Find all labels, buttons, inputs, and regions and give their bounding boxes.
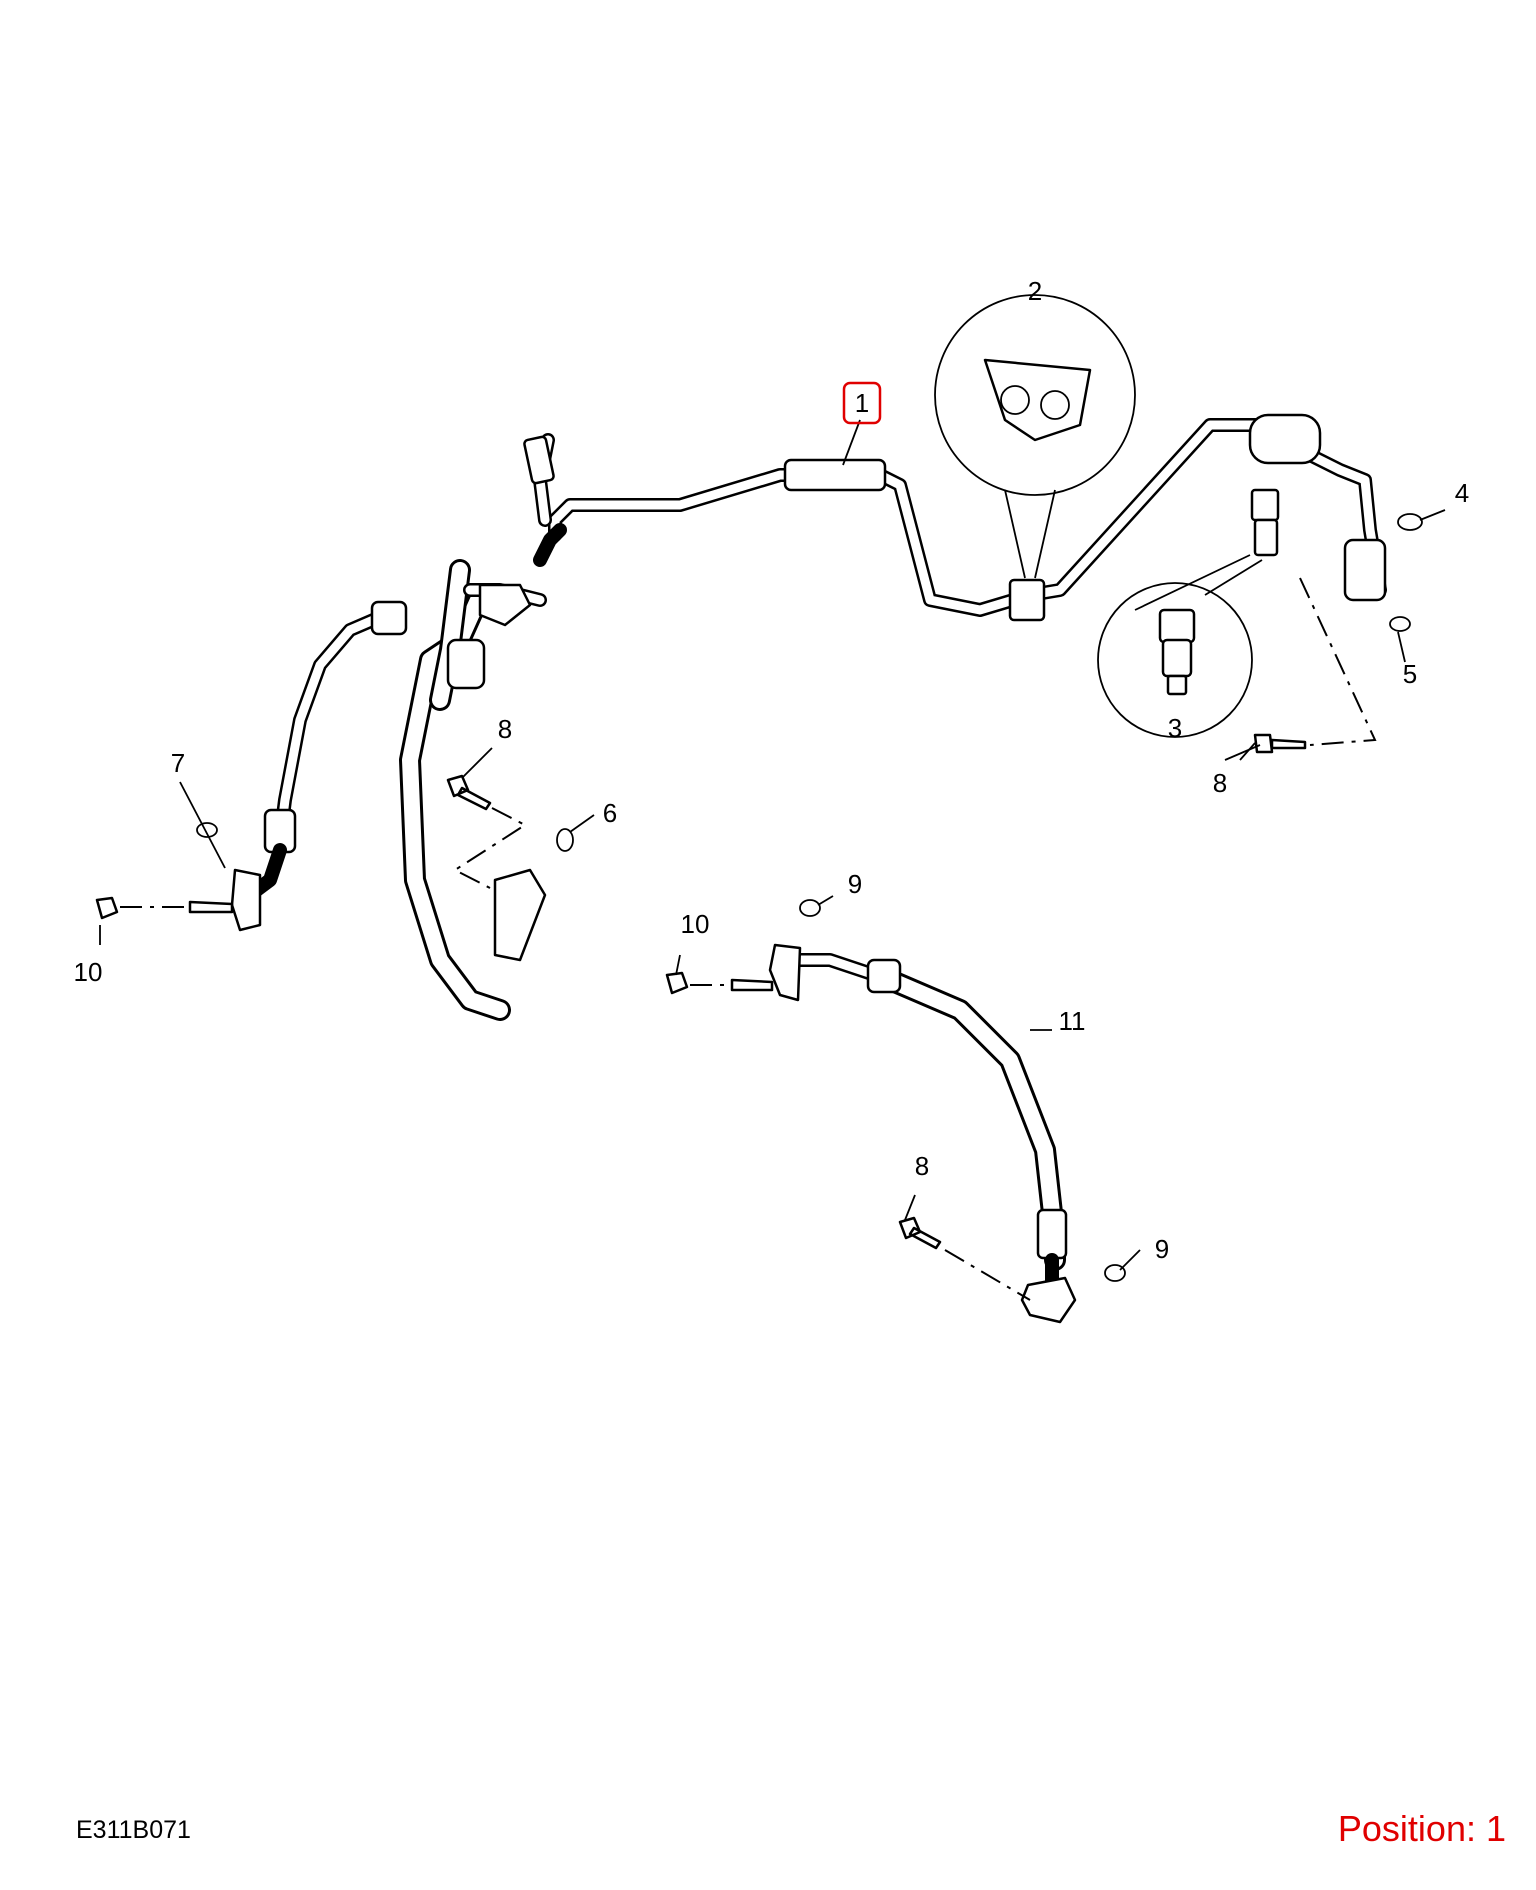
callout-7[interactable]: 7: [171, 748, 185, 778]
ac-pipe-assembly: [230, 413, 1387, 1021]
o-ring-4: [1397, 513, 1423, 531]
diagram-reference-code: E311B071: [76, 1816, 191, 1844]
callout-leaders: [99, 419, 1446, 1271]
o-ring-9-lower: [1104, 1264, 1126, 1282]
sensor-detail-circle: [1097, 554, 1263, 738]
lower-hose-11: [768, 943, 1077, 1324]
callout-11[interactable]: 11: [1059, 1006, 1086, 1036]
callout-8-left[interactable]: 8: [498, 714, 512, 744]
callout-10-left[interactable]: 10: [74, 957, 103, 987]
callout-8-lower[interactable]: 8: [915, 1151, 929, 1181]
sensor-part: [1250, 488, 1280, 557]
callout-6[interactable]: 6: [603, 798, 617, 828]
callout-3[interactable]: 3: [1168, 713, 1182, 743]
o-ring-6: [556, 828, 574, 852]
o-ring-9-upper: [799, 899, 821, 917]
bolt-8-lower: [898, 1216, 942, 1250]
bolt-8-right: [1253, 733, 1307, 754]
callout-5[interactable]: 5: [1403, 659, 1417, 689]
callout-1[interactable]: 1: [855, 388, 869, 418]
nut-10-lower: [665, 971, 689, 995]
callout-2[interactable]: 2: [1028, 276, 1042, 306]
callout-9-lower[interactable]: 9: [1155, 1234, 1169, 1264]
callout-labels: 1 2 3 4 5 6 7 8 8 8 9 9 10 10 11: [74, 276, 1470, 1264]
bolt-8-left: [446, 774, 492, 811]
callout-8-right[interactable]: 8: [1213, 768, 1227, 798]
callout-9-upper[interactable]: 9: [848, 869, 862, 899]
o-ring-7: [196, 822, 218, 838]
callout-4[interactable]: 4: [1455, 478, 1469, 508]
nut-10-left: [95, 896, 119, 920]
callout-10-lower[interactable]: 10: [681, 909, 710, 939]
o-ring-5: [1389, 616, 1411, 632]
position-indicator: Position: 1: [1337, 1808, 1506, 1849]
clip-detail-circle: [934, 294, 1136, 579]
highlight-box: [842, 381, 882, 425]
